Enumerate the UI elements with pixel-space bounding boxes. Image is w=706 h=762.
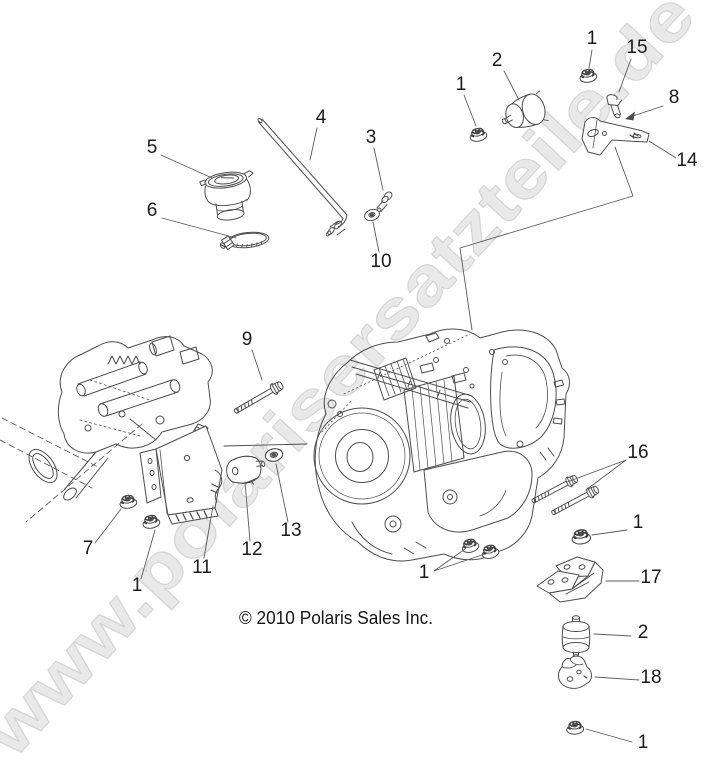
tube-part-4 [257, 117, 348, 237]
callout-label: 1 [633, 512, 644, 533]
mount-part-12 [226, 455, 266, 485]
boot-part-5 [199, 170, 254, 221]
copyright-text: © 2010 Polaris Sales Inc. [239, 608, 433, 628]
callout-label: 12 [241, 539, 262, 560]
bracket-part-17 [536, 556, 604, 603]
callout-label: 1 [132, 575, 143, 596]
callout-label: 5 [147, 137, 158, 158]
callout-label: 15 [626, 37, 647, 58]
callout-label: 3 [366, 127, 377, 148]
bracket-part-18 [558, 655, 592, 689]
callout-label: 9 [242, 329, 253, 350]
mount-part-2-upper [501, 90, 549, 128]
callout-label: 16 [627, 442, 648, 463]
callout-label: 13 [280, 520, 301, 541]
callout-label: 2 [638, 622, 649, 643]
callout-label: 17 [640, 567, 661, 588]
callout-label: 1 [587, 28, 598, 49]
clamp-part-6 [219, 231, 270, 250]
callout-label: 2 [492, 50, 503, 71]
callout-label: 1 [419, 562, 430, 583]
bolt-part-3 [376, 191, 393, 213]
callout-labels: 1 15 2 8 14 1 5 6 4 3 10 9 7 1 11 12 13 … [83, 28, 698, 753]
construction-line [459, 146, 634, 331]
leader-lines [94, 49, 677, 743]
nut-part-1-upper [467, 125, 489, 144]
nut-part-7 [117, 493, 139, 511]
callout-label: 18 [640, 667, 661, 688]
washer-part-10 [362, 207, 382, 223]
nut-part-1-pair-a [459, 536, 481, 555]
callout-label: 10 [370, 251, 391, 272]
callout-label: 7 [83, 538, 94, 559]
callout-label: 8 [669, 87, 680, 108]
callout-label: 1 [456, 74, 467, 95]
callout-label: 14 [676, 150, 698, 171]
bracket-part-11 [139, 423, 223, 525]
bolt-part-16-a [529, 472, 580, 507]
mount-part-2-lower [561, 615, 591, 658]
callout-label: 6 [147, 200, 158, 221]
callout-label: 11 [192, 557, 212, 578]
bolt-part-16-b [549, 483, 601, 519]
callout-label: 1 [638, 732, 649, 753]
engine-illustration [313, 328, 570, 562]
bracket-part-14 [581, 117, 650, 156]
nut-part-1-right [570, 527, 593, 546]
nut-part-1-bottom [565, 719, 585, 736]
bolt-part-15 [606, 94, 622, 119]
transmission-illustration [0, 335, 308, 523]
callout-label: 4 [316, 107, 327, 128]
